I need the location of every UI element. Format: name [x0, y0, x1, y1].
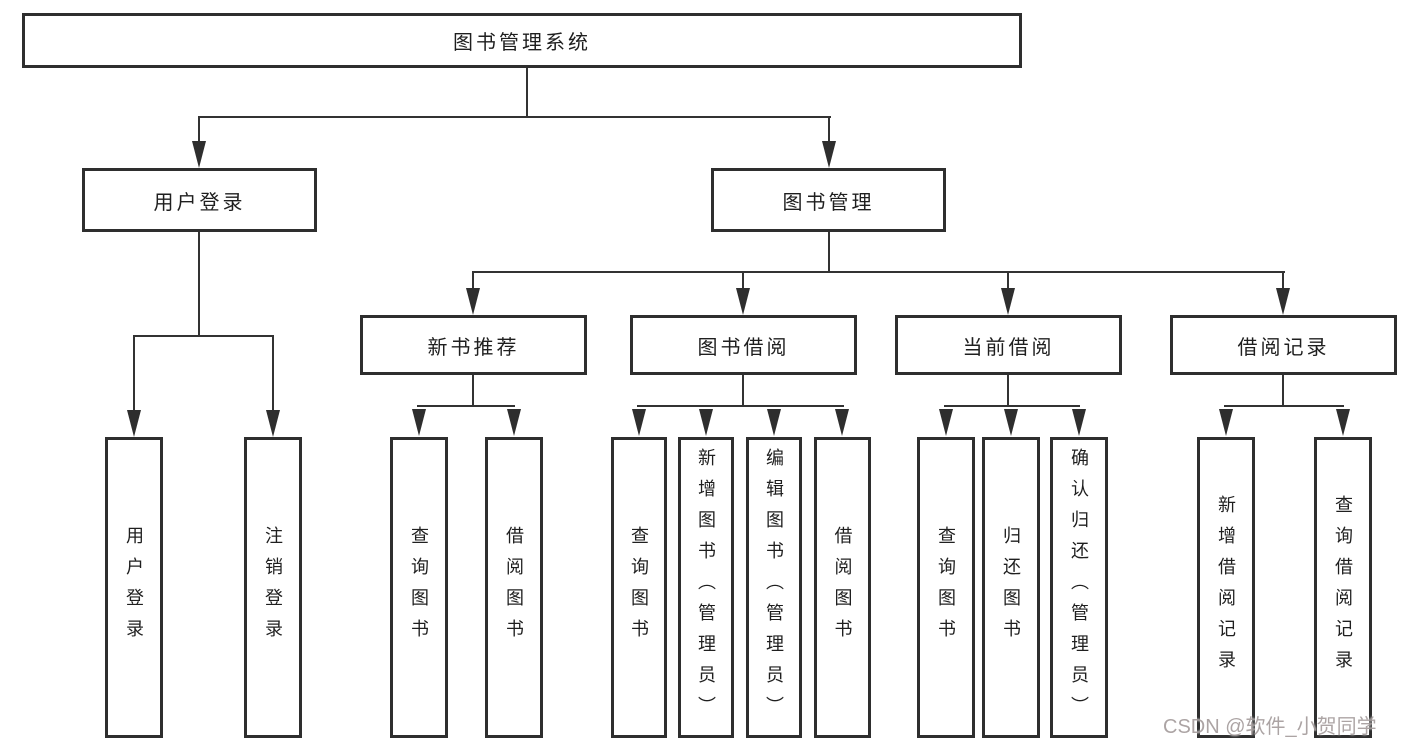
node-label: 查询图书 — [409, 525, 429, 650]
leaf-borrow-books: 借阅图书 — [814, 437, 871, 738]
arrow-down-icon — [127, 410, 141, 437]
connector-hline — [417, 405, 515, 407]
node-book-borrowing: 图书借阅 — [630, 315, 857, 375]
arrow-down-icon — [822, 141, 836, 168]
node-user-login: 用户登录 — [82, 168, 317, 232]
node-label: 新增图书（管理员） — [696, 448, 716, 727]
node-label: 当前借阅 — [962, 336, 1055, 359]
connector-hline — [637, 405, 844, 407]
node-label: 用户登录 — [124, 525, 144, 650]
connector-root-stem — [526, 68, 528, 117]
node-label: 注销登录 — [263, 525, 283, 650]
csdn-watermark: CSDN @软件_小贺同学 — [1163, 716, 1377, 738]
leaf-borrow-books: 借阅图书 — [485, 437, 543, 738]
connector-user-login-stem — [198, 231, 200, 336]
node-label: 新增借阅记录 — [1216, 494, 1236, 681]
connector-stem — [1007, 374, 1009, 406]
arrow-down-icon — [939, 409, 953, 436]
arrow-down-icon — [1001, 288, 1015, 315]
arrow-down-icon — [736, 288, 750, 315]
connector-stem — [742, 272, 744, 289]
connector-stem — [272, 336, 274, 411]
leaf-query-books: 查询图书 — [611, 437, 667, 738]
connector-hline — [1224, 405, 1344, 407]
node-label: 借阅记录 — [1237, 336, 1330, 359]
node-label: 查询借阅记录 — [1333, 494, 1353, 681]
connector-stem — [1007, 272, 1009, 289]
node-label: 查询图书 — [936, 525, 956, 650]
node-label: 新书推荐 — [427, 336, 520, 359]
node-label: 图书借阅 — [697, 336, 790, 359]
connector-book-mgmt-stem — [828, 231, 830, 272]
node-label: 归还图书 — [1001, 525, 1021, 650]
node-label: 用户登录 — [153, 191, 246, 214]
arrow-down-icon — [266, 410, 280, 437]
node-root: 图书管理系统 — [22, 13, 1022, 68]
node-label: 查询图书 — [629, 525, 649, 650]
arrow-down-icon — [1072, 409, 1086, 436]
leaf-query-books: 查询图书 — [390, 437, 448, 738]
leaf-user-login: 用户登录 — [105, 437, 163, 738]
leaf-add-books-admin: 新增图书（管理员） — [678, 437, 734, 738]
connector-level2-hline — [198, 116, 831, 118]
arrow-down-icon — [466, 288, 480, 315]
leaf-edit-books-admin: 编辑图书（管理员） — [746, 437, 802, 738]
node-label: 编辑图书（管理员） — [764, 448, 784, 727]
connector-stem — [1282, 374, 1284, 406]
connector-stem — [198, 117, 200, 142]
node-label: 借阅图书 — [504, 525, 524, 650]
arrow-down-icon — [412, 409, 426, 436]
connector-user-login-hline — [133, 335, 274, 337]
arrow-down-icon — [699, 409, 713, 436]
node-label: 确认归还（管理员） — [1069, 448, 1089, 727]
arrow-down-icon — [1004, 409, 1018, 436]
connector-stem — [472, 374, 474, 406]
node-label: 图书管理系统 — [453, 32, 591, 54]
node-label: 图书管理 — [782, 191, 875, 214]
node-book-management: 图书管理 — [711, 168, 946, 232]
connector-level3-hline — [472, 271, 1285, 273]
node-label: 借阅图书 — [832, 525, 853, 650]
node-new-book-recommend: 新书推荐 — [360, 315, 587, 375]
node-current-borrowing: 当前借阅 — [895, 315, 1122, 375]
connector-stem — [472, 272, 474, 289]
arrow-down-icon — [192, 141, 206, 168]
arrow-down-icon — [767, 409, 781, 436]
leaf-query-books: 查询图书 — [917, 437, 975, 738]
arrow-down-icon — [1219, 409, 1233, 436]
leaf-return-books: 归还图书 — [982, 437, 1040, 738]
leaf-confirm-return-admin: 确认归还（管理员） — [1050, 437, 1108, 738]
connector-stem — [828, 117, 830, 142]
arrow-down-icon — [507, 409, 521, 436]
connector-stem — [1282, 272, 1284, 289]
leaf-add-borrow-record: 新增借阅记录 — [1197, 437, 1255, 738]
node-borrowing-records: 借阅记录 — [1170, 315, 1397, 375]
arrow-down-icon — [1336, 409, 1350, 436]
arrow-down-icon — [1276, 288, 1290, 315]
connector-stem — [133, 336, 135, 411]
connector-stem — [742, 374, 744, 406]
connector-hline — [944, 405, 1080, 407]
leaf-query-borrow-record: 查询借阅记录 — [1314, 437, 1372, 738]
arrow-down-icon — [835, 409, 849, 436]
arrow-down-icon — [632, 409, 646, 436]
leaf-logout: 注销登录 — [244, 437, 302, 738]
